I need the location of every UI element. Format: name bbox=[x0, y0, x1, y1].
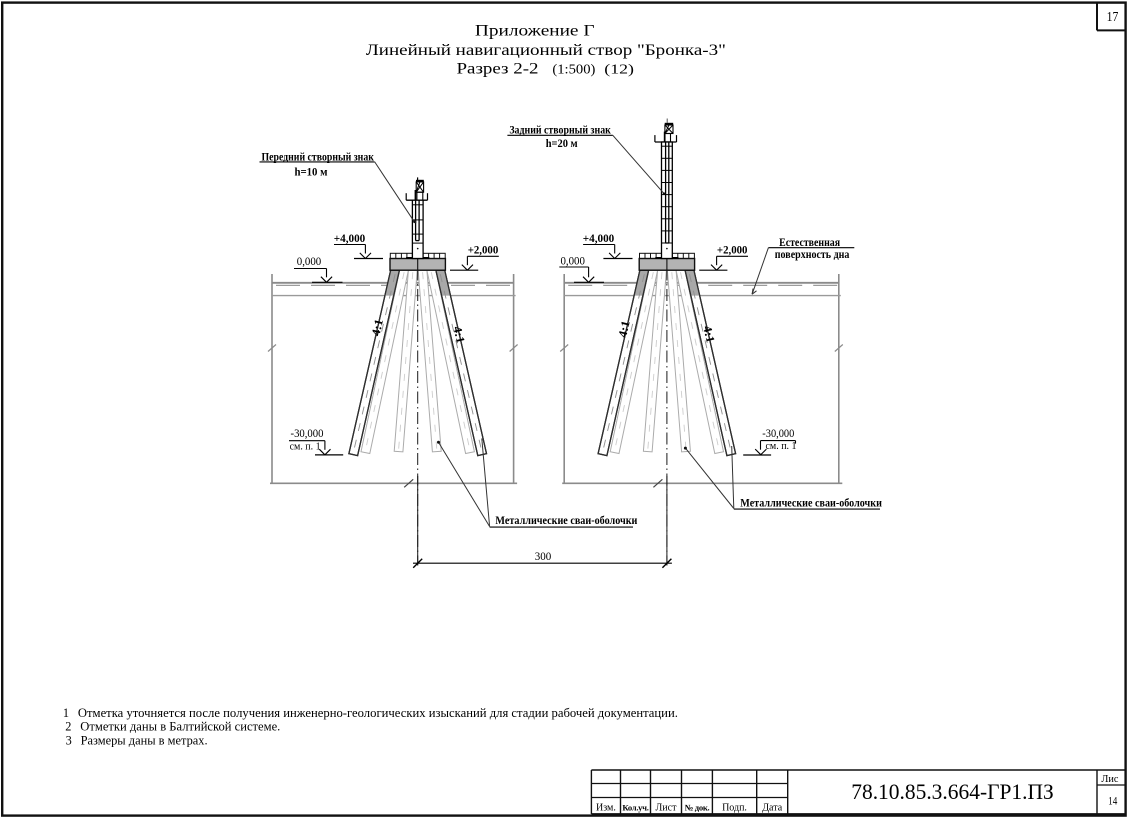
svg-text:Естественная: Естественная bbox=[779, 237, 840, 249]
svg-text:(12): (12) bbox=[604, 62, 634, 77]
svg-text:14: 14 bbox=[1108, 794, 1117, 808]
svg-text:0,000: 0,000 bbox=[297, 256, 322, 268]
svg-text:Линейный навигационный створ ": Линейный навигационный створ "Бронка-3" bbox=[366, 42, 726, 59]
svg-text:3: 3 bbox=[66, 733, 72, 747]
svg-text:Дата: Дата bbox=[762, 803, 782, 814]
svg-text:№ док.: № док. bbox=[685, 803, 710, 813]
svg-text:Лист: Лист bbox=[656, 803, 678, 814]
svg-text:300: 300 bbox=[535, 549, 552, 563]
svg-text:4:1: 4:1 bbox=[369, 318, 386, 338]
svg-text:Размеры даны в метрах.: Размеры даны в метрах. bbox=[81, 733, 208, 747]
svg-text:Кол.уч.: Кол.уч. bbox=[622, 803, 648, 813]
svg-text:Отметка уточняется после получ: Отметка уточняется после получения инжен… bbox=[78, 706, 678, 720]
svg-text:2: 2 bbox=[65, 720, 71, 734]
svg-text:17: 17 bbox=[1107, 10, 1119, 25]
svg-text:Разрез 2-2: Разрез 2-2 bbox=[457, 61, 539, 78]
svg-text:Задний створный знак: Задний створный знак bbox=[509, 125, 611, 137]
svg-text:78.10.85.3.664-ГР1.ПЗ: 78.10.85.3.664-ГР1.ПЗ bbox=[851, 779, 1054, 804]
svg-text:1: 1 bbox=[63, 706, 69, 720]
svg-text:Отметки даны в Балтийской сист: Отметки даны в Балтийской системе. bbox=[80, 720, 280, 734]
svg-text:см. п. 1: см. п. 1 bbox=[290, 441, 321, 452]
svg-text:h=20 м: h=20 м bbox=[546, 138, 578, 150]
svg-text:-30,000: -30,000 bbox=[291, 428, 324, 440]
svg-text:h=10 м: h=10 м bbox=[294, 166, 327, 178]
svg-text:см. п. 1: см. п. 1 bbox=[766, 441, 797, 452]
svg-text:4:1: 4:1 bbox=[700, 324, 717, 344]
svg-text:Изм.: Изм. bbox=[596, 803, 616, 814]
svg-text:Металлические сваи-оболочки: Металлические сваи-оболочки bbox=[495, 515, 637, 527]
svg-text:Металлические сваи-оболочки: Металлические сваи-оболочки bbox=[740, 497, 882, 509]
svg-text:Подп.: Подп. bbox=[722, 803, 747, 814]
svg-text:+4,000: +4,000 bbox=[334, 231, 366, 245]
svg-text:-30,000: -30,000 bbox=[762, 428, 794, 440]
svg-text:Лис: Лис bbox=[1101, 774, 1118, 785]
svg-text:(1:500): (1:500) bbox=[552, 62, 595, 77]
svg-text:поверхность дна: поверхность дна bbox=[775, 249, 850, 261]
svg-text:4:1: 4:1 bbox=[450, 325, 467, 345]
svg-text:Передний створный знак: Передний створный знак bbox=[262, 152, 375, 164]
svg-text:+2,000: +2,000 bbox=[717, 243, 748, 257]
svg-text:4:1: 4:1 bbox=[615, 319, 632, 339]
svg-text:Приложение Г: Приложение Г bbox=[475, 22, 595, 39]
svg-text:+2,000: +2,000 bbox=[468, 243, 499, 257]
svg-text:+4,000: +4,000 bbox=[583, 231, 615, 245]
svg-text:0,000: 0,000 bbox=[560, 256, 585, 268]
